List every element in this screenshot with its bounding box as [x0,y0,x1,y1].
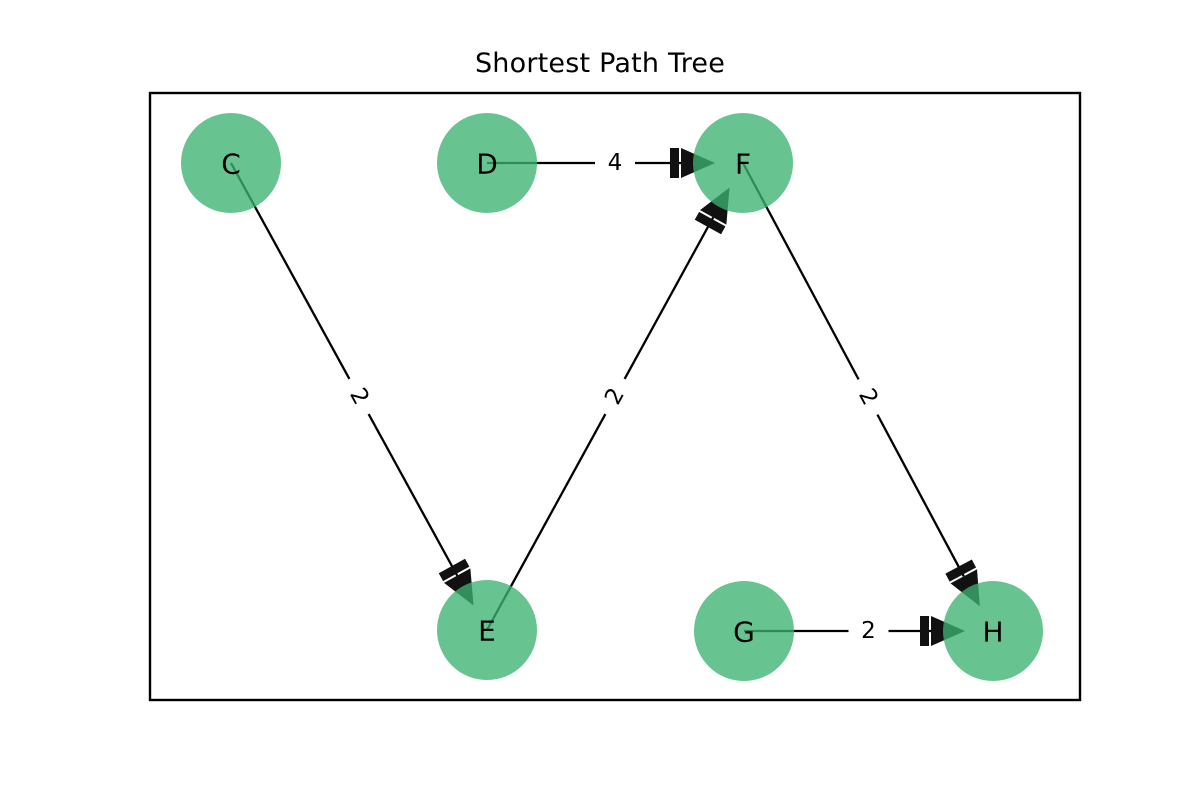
arrowtail-E-to-F [694,211,726,235]
edge-weight-d-f: 4 [608,150,623,176]
edge-weight-e-f: 2 [600,384,630,409]
plot-border [148,91,1082,702]
edge-labels-layer: 2 4 2 2 2 [344,150,883,644]
graph-node-g[interactable] [694,581,794,681]
node-label-e: E [478,615,496,648]
graph-node-h[interactable] [943,581,1043,681]
edge-F-H-segment-b [876,414,965,577]
node-labels-layer: C D F E G H [221,148,1003,649]
nodes-layer [181,113,1043,681]
arrowtail-F-to-H [945,559,977,582]
arrowtail-D-to-F [670,148,679,178]
graph-node-e[interactable] [437,580,537,680]
edge-C-E-segment-b [367,413,459,577]
edge-weight-c-e: 2 [344,384,374,409]
edge-weight-f-h: 2 [853,384,883,409]
graph-node-f[interactable] [693,113,793,213]
arrowtail-C-to-E [438,558,470,582]
node-label-g: G [733,616,755,649]
node-label-c: C [221,148,241,181]
graph-node-c[interactable] [181,113,281,213]
edge-weight-g-h: 2 [861,618,876,644]
node-label-h: H [982,616,1003,649]
page-title: Shortest Path Tree [474,48,726,79]
edge-E-F-segment-b [623,216,715,380]
node-label-f: F [735,148,751,181]
arrowtail-G-to-H [920,616,929,646]
graph-node-d[interactable] [437,113,537,213]
node-label-d: D [476,148,498,181]
